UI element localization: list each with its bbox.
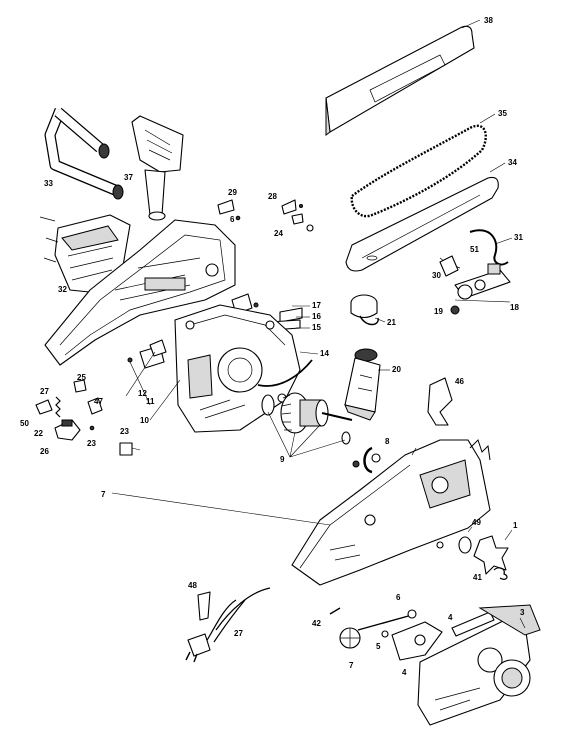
callout-46: 41 bbox=[473, 573, 482, 582]
clamp-10 bbox=[363, 446, 381, 474]
tension-knob-parts bbox=[436, 535, 509, 580]
callout-31: 47 bbox=[94, 397, 103, 406]
callout-47: 42 bbox=[312, 619, 321, 628]
callout-10: 8 bbox=[385, 437, 390, 446]
oil-tank-21-22 bbox=[344, 294, 381, 421]
callout-48: 48 bbox=[188, 581, 197, 590]
sprocket-cover-3 bbox=[417, 604, 541, 726]
callout-22: 21 bbox=[387, 318, 396, 327]
callout-9: 7 bbox=[101, 490, 106, 499]
bracket-45 bbox=[427, 377, 453, 426]
callout-6b: 6 bbox=[230, 215, 235, 224]
trigger-parts bbox=[35, 379, 103, 441]
callout-25: 25 bbox=[77, 373, 86, 382]
oil-hose-35 bbox=[469, 229, 513, 266]
callout-5: 4 bbox=[402, 668, 407, 677]
callout-19: 18 bbox=[510, 303, 519, 312]
callout-4: 4 bbox=[448, 613, 453, 622]
guide-bar-40 bbox=[345, 162, 506, 272]
callout-14: 12 bbox=[138, 389, 147, 398]
small-parts-32-33-26 bbox=[217, 199, 314, 232]
capacitor-23 bbox=[119, 442, 141, 456]
callout-35: 31 bbox=[514, 233, 523, 242]
callout-33: 28 bbox=[268, 192, 277, 201]
callout-27: 27 bbox=[234, 629, 243, 638]
callout-50: 51 bbox=[470, 245, 479, 254]
callout-16: 15 bbox=[312, 323, 321, 332]
callout-51: 50 bbox=[20, 419, 29, 428]
callout-21: 20 bbox=[392, 365, 401, 374]
callout-17: 16 bbox=[312, 312, 321, 321]
callout-15: 14 bbox=[320, 349, 329, 358]
sprocket-7-8 bbox=[339, 609, 417, 649]
callout-8: 6 bbox=[396, 593, 401, 602]
callout-39: 33 bbox=[44, 179, 53, 188]
callout-30: 23 bbox=[87, 439, 96, 448]
callout-23: 23 bbox=[120, 427, 129, 436]
screw-47 bbox=[329, 607, 341, 615]
callout-1: 1 bbox=[513, 521, 518, 530]
strip-4 bbox=[451, 611, 495, 637]
callout-20: 19 bbox=[434, 307, 443, 316]
cover-plate-5 bbox=[381, 621, 443, 661]
armature-11 bbox=[261, 392, 360, 468]
callout-49: 49 bbox=[472, 518, 481, 527]
callout-18: 17 bbox=[312, 301, 321, 310]
callout-24: 22 bbox=[34, 429, 43, 438]
callout-29: 26 bbox=[40, 447, 49, 456]
callout-45: 46 bbox=[455, 377, 464, 386]
callout-42: 38 bbox=[484, 16, 493, 25]
callout-38: 32 bbox=[58, 285, 67, 294]
callout-32: 29 bbox=[228, 188, 237, 197]
bar-cover-42 bbox=[325, 19, 481, 136]
callout-37: 37 bbox=[124, 173, 133, 182]
callout-11: 9 bbox=[280, 455, 285, 464]
hand-guard-37 bbox=[131, 115, 184, 221]
callout-3: 3 bbox=[520, 608, 525, 617]
saw-chain-41 bbox=[350, 113, 496, 218]
oil-pump-group bbox=[439, 255, 511, 315]
rear-housing-half bbox=[44, 219, 236, 366]
main-body-housing bbox=[291, 439, 491, 586]
callout-12: 10 bbox=[140, 416, 149, 425]
leader-lines bbox=[125, 305, 526, 629]
callout-labels: 38 35 34 31 51 30 18 19 33 37 29 6 28 24… bbox=[20, 16, 525, 677]
clip-15 bbox=[257, 359, 313, 387]
callout-28: 27 bbox=[40, 387, 49, 396]
power-cord-27 bbox=[185, 587, 271, 663]
leader-9 bbox=[111, 492, 331, 526]
callout-34: 30 bbox=[432, 271, 441, 280]
callout-41: 35 bbox=[498, 109, 507, 118]
front-handle-39 bbox=[44, 107, 124, 200]
callout-40: 34 bbox=[508, 158, 517, 167]
callout-7: 7 bbox=[349, 661, 354, 670]
callout-26: 24 bbox=[274, 229, 283, 238]
callout-6: 5 bbox=[376, 642, 381, 651]
callout-13: 11 bbox=[146, 397, 155, 406]
